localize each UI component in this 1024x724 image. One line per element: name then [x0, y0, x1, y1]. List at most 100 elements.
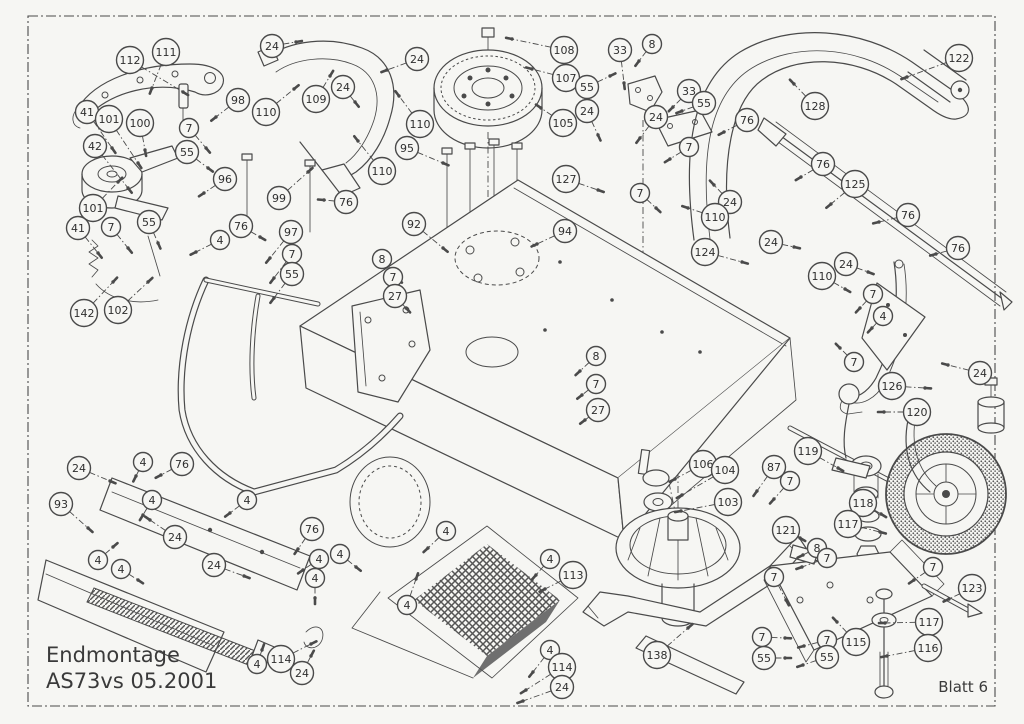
leader-dot — [108, 479, 112, 483]
leader-dot — [740, 260, 744, 264]
leader-dot — [784, 598, 788, 602]
callout-number: 24 — [265, 40, 279, 53]
callout-number: 117 — [919, 616, 940, 629]
drive-pulley — [433, 27, 543, 149]
leader-dot — [638, 136, 642, 140]
callout-number: 8 — [593, 350, 600, 363]
callout-number: 76 — [951, 242, 965, 255]
leader-dot — [772, 497, 776, 501]
leader-line-99 — [287, 171, 309, 191]
leader-line-7 — [801, 560, 819, 568]
leader-line-109 — [322, 75, 331, 88]
leader-line-8 — [579, 362, 590, 372]
leader-dot — [150, 86, 154, 90]
leader-dot — [148, 518, 152, 522]
callout-number: 110 — [256, 106, 277, 119]
leader-dot — [836, 466, 840, 470]
leader-dot — [414, 577, 418, 581]
leader-line-108 — [511, 38, 551, 48]
callout-112 — [115, 45, 145, 75]
callout-76 — [228, 213, 254, 239]
callout-number: 7 — [824, 634, 831, 647]
leader-dot — [679, 509, 683, 513]
callout-4 — [209, 229, 231, 251]
leader-line-7 — [778, 585, 787, 601]
leader-dot — [866, 270, 870, 274]
callout-number: 92 — [407, 218, 421, 231]
leader-dot — [835, 620, 839, 624]
callout-number: 55 — [820, 651, 834, 664]
callout-24 — [330, 74, 356, 100]
side-rail — [757, 117, 1013, 311]
callout-number: 142 — [74, 307, 95, 320]
callout-number: 106 — [693, 458, 714, 471]
leader-line-7 — [646, 199, 657, 209]
callout-127 — [551, 164, 581, 194]
callout-number: 113 — [563, 569, 584, 582]
callout-97 — [278, 219, 304, 245]
leader-dot — [306, 170, 310, 174]
leader-line-24 — [89, 471, 111, 482]
callout-122 — [944, 43, 974, 73]
callout-7 — [178, 117, 200, 139]
leader-dot — [686, 626, 690, 630]
leader-dot — [838, 346, 842, 350]
leader-line-110 — [833, 282, 846, 290]
leader-dot — [181, 90, 185, 94]
leader-dot — [242, 574, 246, 578]
leader-dot — [296, 547, 300, 551]
leader-dot — [946, 363, 950, 367]
leader-dot — [272, 276, 276, 280]
leader-dot — [134, 474, 138, 478]
leader-line-110 — [357, 140, 374, 161]
callout-119 — [793, 436, 823, 466]
callout-113 — [558, 560, 588, 590]
leader-dot — [214, 115, 218, 119]
leader-line-4 — [229, 505, 240, 514]
leader-dot — [404, 306, 408, 310]
callout-number: 4 — [217, 234, 224, 247]
leader-dot — [870, 326, 874, 330]
callout-number: 138 — [647, 649, 668, 662]
callout-number: 112 — [120, 54, 141, 67]
callout-number: 109 — [306, 93, 327, 106]
leader-line-24 — [591, 121, 599, 136]
leader-dot — [146, 280, 150, 284]
leader-dot — [596, 133, 600, 137]
leader-line-113 — [544, 580, 562, 590]
callout-number: 7 — [771, 571, 778, 584]
callout-number: 4 — [118, 563, 125, 576]
leader-dot — [354, 565, 358, 569]
callout-76 — [169, 451, 195, 477]
callout-number: 108 — [554, 44, 575, 57]
callout-number: 96 — [218, 173, 232, 186]
callout-7 — [678, 136, 700, 158]
leader-dot — [622, 81, 626, 85]
leader-dot — [194, 250, 198, 254]
callout-7 — [763, 566, 785, 588]
title-block: Endmontage AS73vs 05.2001 Blatt 6 — [46, 643, 988, 696]
callout-4 — [435, 520, 457, 542]
leader-line-87 — [756, 476, 768, 492]
leader-dot — [755, 489, 759, 493]
callout-number: 24 — [295, 667, 309, 680]
callout-110 — [251, 97, 281, 127]
front-frame — [177, 276, 431, 496]
callout-55 — [814, 644, 840, 670]
leader-line-114 — [292, 643, 312, 654]
callout-55 — [574, 74, 600, 100]
callout-number: 4 — [149, 494, 156, 507]
callout-number: 27 — [591, 404, 605, 417]
callout-33 — [607, 37, 633, 63]
leader-dot — [136, 161, 140, 165]
leader-dot — [879, 512, 883, 516]
callout-number: 8 — [649, 38, 656, 51]
callout-4 — [132, 451, 154, 473]
callout-number: 4 — [140, 456, 147, 469]
callout-number: 42 — [88, 140, 102, 153]
callout-8 — [371, 248, 393, 270]
callout-114 — [266, 644, 296, 674]
callout-number: 24 — [764, 236, 778, 249]
leader-dot — [912, 578, 916, 582]
